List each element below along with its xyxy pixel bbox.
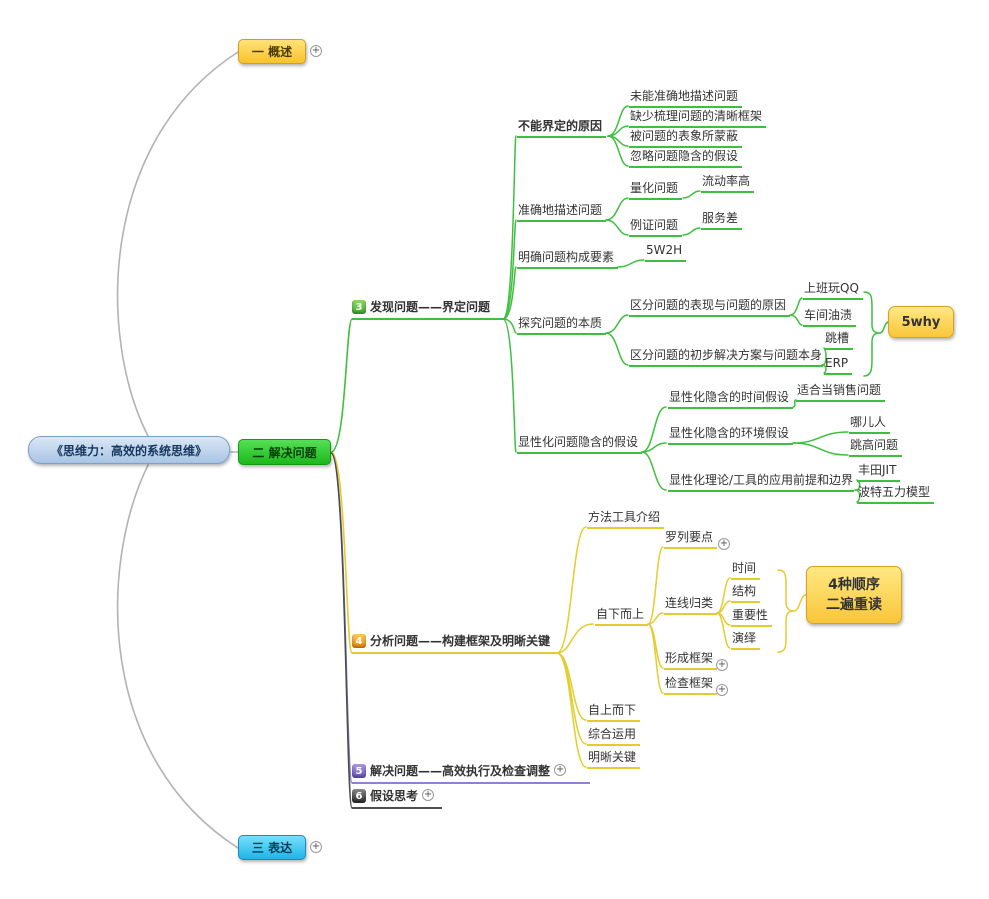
callout-5why[interactable]: 5why (888, 306, 954, 338)
connector-solve-hypothesis (330, 452, 353, 809)
topic-essence[interactable]: 探究问题的本质 (517, 316, 607, 335)
topic-toyota[interactable]: 丰田JIT (857, 463, 901, 482)
topic-env-assume[interactable]: 显性化隐含的环境假设 (668, 426, 794, 445)
topic-combined[interactable]: 综合运用 (587, 727, 641, 746)
brace-four-orders (777, 569, 795, 653)
topic-flow-rate[interactable]: 流动率高 (701, 174, 755, 193)
callout-5why-label: 5why (901, 314, 941, 330)
topic-connect-group[interactable]: 连线归类 (664, 596, 718, 615)
main-topic-solve-label: 二 解决问题 (252, 445, 317, 460)
topic-job-hop[interactable]: 跳槽 (824, 331, 854, 350)
connector-central-overview (116, 51, 239, 437)
topic-analyze[interactable]: 4 分析问题——构建框架及明晰关键 (352, 634, 559, 654)
topic-form-frame[interactable]: 形成框架 (664, 651, 718, 670)
topic-time[interactable]: 时间 (731, 561, 761, 580)
topic-theory-bound[interactable]: 显性化理论/工具的应用前提和边界 (668, 473, 855, 492)
topic-key-point[interactable]: 明晰关键 (587, 750, 641, 769)
expand-hypothesis-icon[interactable]: + (422, 789, 435, 801)
topic-where-from[interactable]: 哪儿人 (849, 415, 891, 434)
connector-group-analyze (556, 526, 807, 768)
topic-describe[interactable]: 准确地描述问题 (517, 203, 607, 222)
topic-hypothesis-label: 假设思考 (370, 789, 419, 803)
expand-execute-icon[interactable]: + (554, 764, 567, 776)
topic-hypothesis[interactable]: 6 假设思考 + (352, 789, 443, 809)
topic-top-down[interactable]: 自上而下 (587, 703, 641, 722)
topic-sales[interactable]: 适合当销售问题 (796, 383, 886, 402)
connector-group-discover (502, 105, 889, 503)
connector-solve-analyze (330, 451, 353, 654)
topic-explicit[interactable]: 显性化问题隐含的假设 (517, 435, 643, 454)
topic-discover-label: 发现问题——界定问题 (370, 300, 491, 314)
topic-cd2[interactable]: 缺少梳理问题的清晰框架 (629, 109, 767, 128)
topic-porter[interactable]: 波特五力模型 (857, 485, 935, 504)
topic-5w2h[interactable]: 5W2H (645, 243, 687, 262)
topic-cd1[interactable]: 未能准确地描述问题 (629, 89, 743, 108)
topic-cd4[interactable]: 忽略问题隐含的假设 (629, 149, 743, 168)
topic-erp[interactable]: ERP (824, 356, 853, 375)
priority-5-marker: 5 (352, 764, 366, 778)
main-topic-overview[interactable]: 一 概述 (238, 39, 306, 64)
topic-elements[interactable]: 明确问题构成要素 (517, 250, 619, 269)
topic-time-assume[interactable]: 显性化隐含的时间假设 (668, 390, 794, 409)
topic-discover[interactable]: 3 发现问题——界定问题 (352, 300, 505, 320)
expand-form-frame-icon[interactable]: + (716, 659, 728, 671)
topic-grease[interactable]: 车间油渍 (803, 308, 857, 327)
central-topic-label: 《思维力：高效的系统思维》 (50, 443, 207, 458)
topic-bottom-up[interactable]: 自下而上 (595, 607, 649, 626)
topic-structure[interactable]: 结构 (731, 584, 761, 603)
expand-overview-icon[interactable]: + (310, 45, 322, 57)
topic-method-intro[interactable]: 方法工具介绍 (587, 510, 665, 529)
brace-5why (863, 291, 881, 377)
callout-four-orders[interactable]: 4种顺序 二遍重读 (806, 566, 902, 624)
main-topic-overview-label: 一 概述 (251, 45, 293, 59)
main-topic-express-label: 三 表达 (251, 841, 293, 855)
callout-four-orders-line1: 4种顺序 (828, 577, 880, 593)
topic-execute-label: 解决问题——高效执行及检查调整 (370, 764, 551, 778)
callout-four-orders-line2: 二遍重读 (826, 597, 882, 613)
topic-exemplify[interactable]: 例证问题 (629, 218, 683, 237)
connector-solve-discover (330, 318, 353, 453)
expand-list-points-icon[interactable]: + (718, 538, 730, 550)
priority-4-marker: 4 (352, 634, 366, 648)
main-topic-solve[interactable]: 二 解决问题 (238, 439, 331, 465)
expand-express-icon[interactable]: + (310, 841, 322, 853)
topic-cd3[interactable]: 被问题的表象所蒙蔽 (629, 129, 743, 148)
topic-importance[interactable]: 重要性 (731, 608, 773, 627)
topic-cannot-define[interactable]: 不能界定的原因 (517, 119, 607, 138)
topic-analyze-label: 分析问题——构建框架及明晰关键 (370, 634, 551, 648)
expand-check-frame-icon[interactable]: + (716, 684, 728, 696)
topic-execute[interactable]: 5 解决问题——高效执行及检查调整 + (352, 764, 591, 784)
topic-bad-service[interactable]: 服务差 (701, 211, 743, 230)
topic-qq[interactable]: 上班玩QQ (803, 281, 863, 300)
main-topic-express[interactable]: 三 表达 (238, 835, 306, 860)
topic-check-frame[interactable]: 检查框架 (664, 676, 718, 695)
priority-6-marker: 6 (352, 789, 366, 803)
topic-quantify[interactable]: 量化问题 (629, 181, 683, 200)
topic-high-jump[interactable]: 跳高问题 (849, 438, 903, 457)
topic-dist-solution[interactable]: 区分问题的初步解决方案与问题本身 (629, 348, 824, 367)
topic-dist-cause[interactable]: 区分问题的表现与问题的原因 (629, 298, 791, 317)
central-topic[interactable]: 《思维力：高效的系统思维》 (28, 436, 230, 464)
connector-central-express (116, 464, 239, 849)
topic-deduction[interactable]: 演绎 (731, 631, 761, 650)
topic-list-points[interactable]: 罗列要点 (664, 530, 718, 549)
priority-3-marker: 3 (352, 300, 366, 314)
